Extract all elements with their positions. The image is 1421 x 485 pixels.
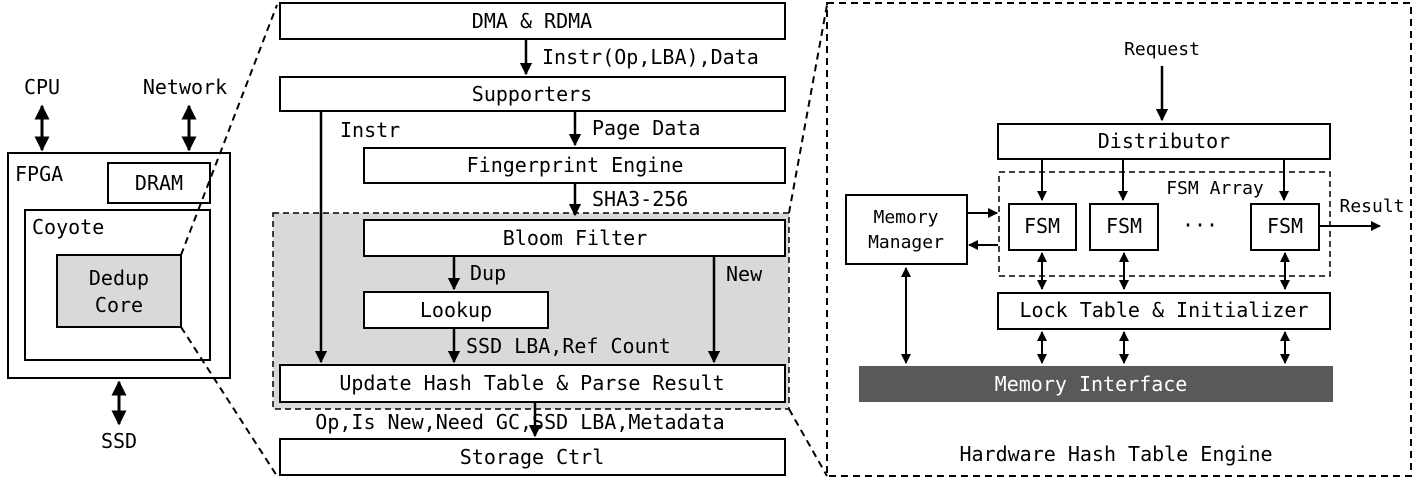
fsm-box-1: [1008, 203, 1077, 251]
fsm-label-3: FSM: [1267, 214, 1303, 238]
page-data-label: Page Data: [592, 116, 700, 140]
fsm-box-3: [1250, 203, 1320, 251]
zoom-line-top: [180, 4, 278, 256]
memory-interface-box: [859, 366, 1333, 402]
lookup-box: [363, 291, 549, 329]
fsm-label-1: FSM: [1024, 214, 1060, 238]
dma-rdma-label: DMA & RDMA: [472, 9, 592, 33]
fsm-label-2: FSM: [1106, 214, 1142, 238]
request-label: Request: [1124, 39, 1200, 60]
hash-table-engine: Request Distributor FSM Array Memory Man…: [826, 2, 1412, 477]
dedup-pipeline: DMA & RDMA Instr(Op,LBA),Data Supporters…: [272, 2, 790, 476]
result-label: Result: [1339, 196, 1404, 217]
supporters-box: [279, 76, 786, 112]
instr-op-lba-label: Instr(Op,LBA),Data: [542, 45, 759, 69]
memory-interface-label: Memory Interface: [995, 372, 1188, 396]
dram-label: DRAM: [135, 171, 183, 195]
coyote-label: Coyote: [32, 215, 104, 239]
memory-manager-box: [845, 194, 968, 265]
zoom-line-right-bottom: [788, 408, 828, 477]
distributor-label: Distributor: [1098, 129, 1230, 153]
bloom-filter-label: Bloom Filter: [503, 226, 648, 250]
fsm-box-2: [1089, 203, 1159, 251]
fsm-array-label: FSM Array: [1166, 178, 1264, 199]
distributor-box: [997, 123, 1331, 160]
fsm-array-region: [998, 171, 1331, 277]
dram-box: [107, 162, 211, 204]
op-line-label: Op,Is New,Need GC,SSD LBA,Metadata: [315, 410, 724, 434]
update-hash-table-box: [279, 364, 786, 403]
supporters-label: Supporters: [472, 82, 592, 106]
ssd-lba-ref-label: SSD LBA,Ref Count: [466, 334, 671, 358]
new-label: New: [726, 262, 763, 286]
fsm-ellipsis: ···: [1182, 213, 1218, 237]
engine-frame: [826, 2, 1412, 477]
coyote-box: [24, 209, 211, 361]
memory-manager-label-line2: Manager: [868, 232, 944, 253]
cpu-label: CPU: [24, 75, 60, 99]
fingerprint-engine-label: Fingerprint Engine: [467, 153, 684, 177]
fpga-overview: CPU Network FPGA DRAM Coyote Dedup Core …: [7, 75, 231, 453]
bloom-filter-box: [363, 219, 786, 257]
dma-rdma-box: [279, 2, 786, 40]
update-hash-table-label: Update Hash Table & Parse Result: [339, 371, 724, 395]
zoom-line-bottom: [180, 326, 278, 477]
dedup-core-box: [56, 254, 182, 328]
instr-label: Instr: [340, 118, 400, 142]
lock-table-box: [997, 292, 1331, 330]
ssd-label: SSD: [101, 429, 137, 453]
storage-ctrl-label: Storage Ctrl: [460, 445, 605, 469]
dup-label: Dup: [470, 261, 506, 285]
network-label: Network: [143, 75, 227, 99]
lock-table-label: Lock Table & Initializer: [1020, 298, 1309, 322]
lookup-label: Lookup: [420, 298, 492, 322]
fpga-label: FPGA: [15, 162, 63, 186]
fpga-box: [7, 152, 231, 379]
memory-manager-label-line1: Memory: [873, 207, 938, 228]
fingerprint-engine-box: [363, 147, 786, 184]
dedup-core-label-line1: Dedup: [89, 266, 149, 290]
zoom-line-right-top: [788, 4, 828, 214]
engine-title: Hardware Hash Table Engine: [959, 442, 1272, 466]
dedup-core-label-line2: Core: [95, 293, 143, 317]
sha-label: SHA3-256: [592, 187, 688, 211]
storage-ctrl-box: [279, 438, 786, 476]
